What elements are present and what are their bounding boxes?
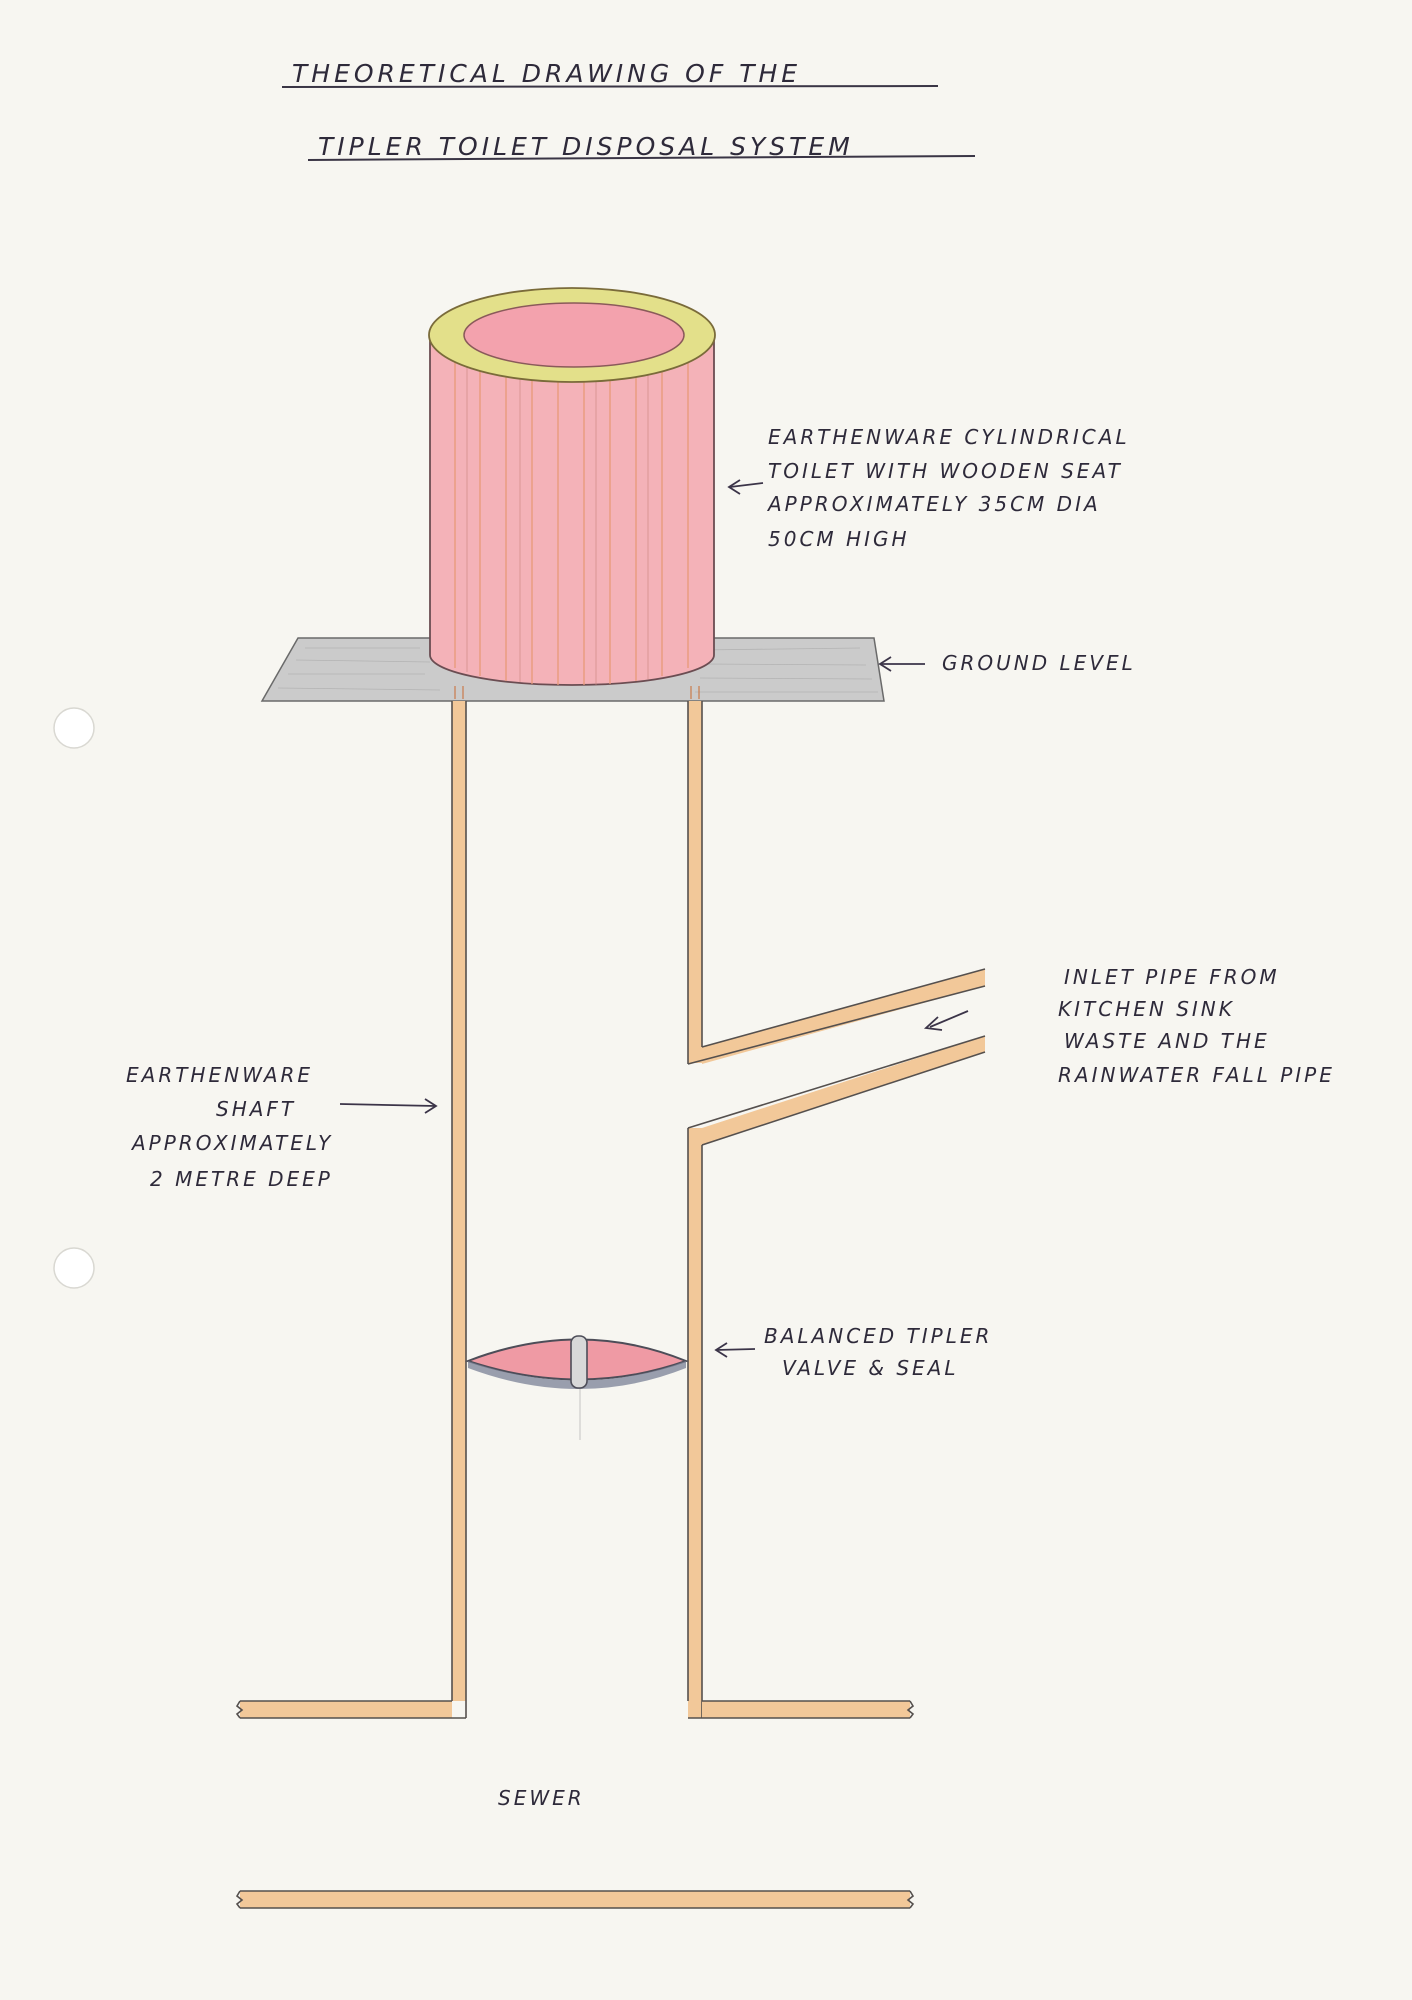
svg-text:EARTHENWARE CYLINDRICAL: EARTHENWARE CYLINDRICAL [768, 425, 1130, 449]
shaft-label: EARTHENWARE SHAFT APPROXIMATELY 2 METRE … [126, 1063, 333, 1191]
svg-text:APPROXIMATELY 35CM DIA: APPROXIMATELY 35CM DIA [766, 492, 1101, 516]
sewer-pipe-upper [235, 1700, 915, 1719]
title-line-2: TIPLER TOILET DISPOSAL SYSTEM [318, 132, 854, 161]
svg-text:VALVE & SEAL: VALVE & SEAL [782, 1356, 958, 1380]
ground-level-label: GROUND LEVEL [942, 651, 1136, 675]
arrow-ground [878, 656, 925, 672]
svg-text:TOILET WITH WOODEN SEAT: TOILET WITH WOODEN SEAT [768, 459, 1123, 483]
svg-text:WASTE AND THE: WASTE AND THE [1064, 1029, 1270, 1053]
binder-hole-bottom [53, 1247, 95, 1289]
svg-text:2 METRE DEEP: 2 METRE DEEP [150, 1167, 333, 1191]
arrow-inlet [923, 1010, 969, 1031]
svg-text:RAINWATER FALL PIPE: RAINWATER FALL PIPE [1058, 1063, 1335, 1087]
sewer-pipe-lower [235, 1890, 915, 1909]
inlet-pipe [687, 968, 986, 1146]
svg-text:INLET PIPE FROM: INLET PIPE FROM [1064, 965, 1280, 989]
title-underline-1 [281, 85, 939, 88]
tipler-valve [465, 1335, 689, 1389]
inlet-label: INLET PIPE FROM KITCHEN SINK WASTE AND T… [1058, 965, 1335, 1087]
arrow-valve [714, 1342, 756, 1358]
binder-hole-top [53, 707, 95, 749]
toilet-cylinder [428, 287, 716, 686]
sewer-label: SEWER [498, 1786, 585, 1810]
title-underline-2 [307, 155, 976, 161]
valve-label: BALANCED TIPLER VALVE & SEAL [764, 1324, 992, 1380]
ground-shading [277, 647, 878, 693]
svg-text:APPROXIMATELY: APPROXIMATELY [130, 1131, 333, 1155]
earthenware-shaft [451, 701, 703, 1718]
title-line-1: THEORETICAL DRAWING OF THE [292, 59, 801, 88]
svg-text:SHAFT: SHAFT [216, 1097, 296, 1121]
toilet-label: EARTHENWARE CYLINDRICAL TOILET WITH WOOD… [766, 425, 1130, 551]
shaft-collar [454, 686, 700, 699]
svg-text:BALANCED TIPLER: BALANCED TIPLER [764, 1324, 992, 1348]
svg-text:EARTHENWARE: EARTHENWARE [126, 1063, 313, 1087]
toilet-opening [463, 302, 685, 368]
arrow-shaft [339, 1098, 438, 1114]
svg-text:KITCHEN SINK: KITCHEN SINK [1058, 997, 1235, 1021]
svg-text:50CM HIGH: 50CM HIGH [768, 527, 910, 551]
arrow-toilet [727, 479, 764, 495]
